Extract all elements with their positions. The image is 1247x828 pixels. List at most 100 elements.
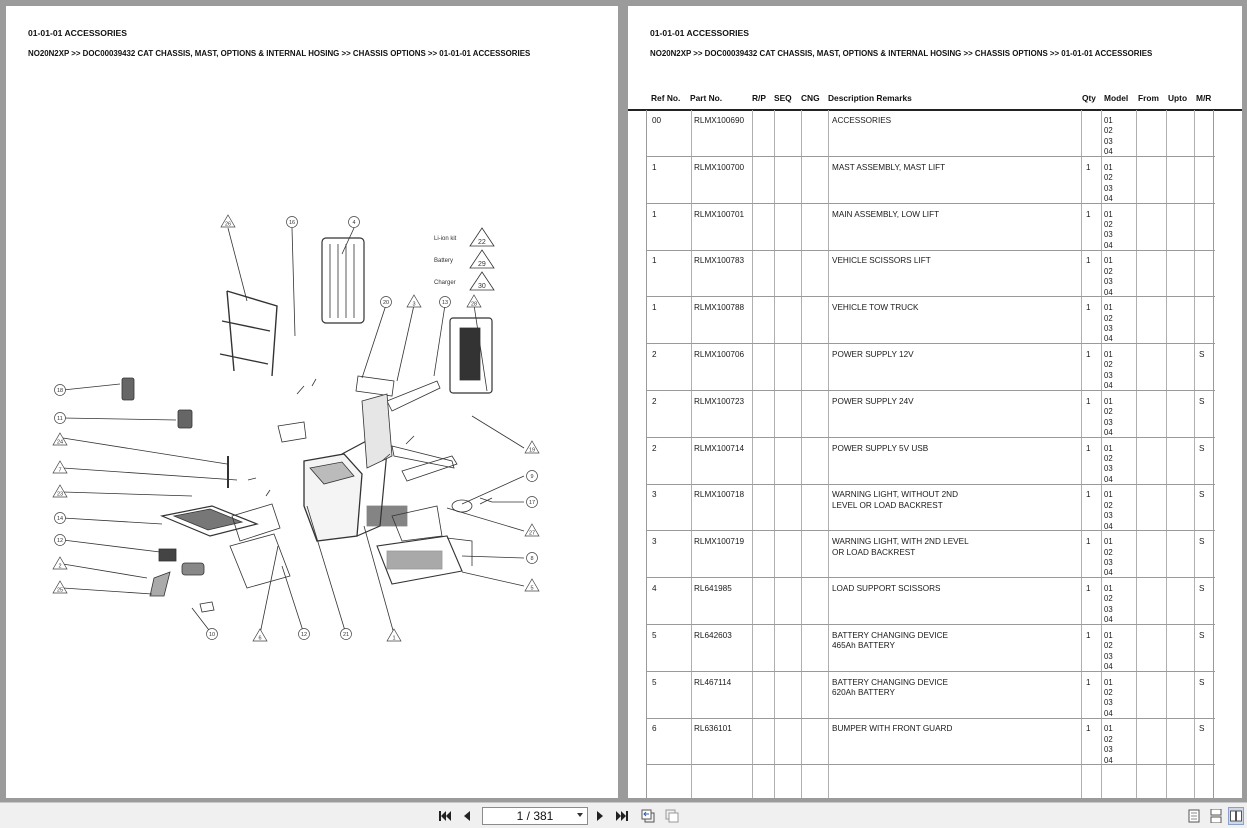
ref-no: 1 <box>652 256 657 266</box>
model-code: 04 <box>1104 708 1113 718</box>
qty: 1 <box>1086 256 1091 266</box>
qty: 1 <box>1086 490 1091 500</box>
mr-flag: S <box>1199 677 1205 687</box>
model-code: 04 <box>1104 428 1113 438</box>
prev-page-icon[interactable] <box>459 807 475 825</box>
callout-12: 12 <box>298 628 310 640</box>
ref-no: 2 <box>652 443 657 453</box>
qty: 1 <box>1086 443 1091 453</box>
model-code: 02 <box>1104 500 1113 510</box>
callout-27: 27 <box>524 523 540 537</box>
model-code: 01 <box>1104 116 1113 125</box>
callout-14: 14 <box>54 512 66 524</box>
model-code: 02 <box>1104 407 1113 417</box>
first-page-icon[interactable] <box>436 807 454 825</box>
part-no: RLMX100718 <box>694 490 745 500</box>
callout-6: 6 <box>252 628 268 642</box>
model-code: 03 <box>1104 417 1113 427</box>
callout-7: 7 <box>52 460 68 474</box>
ref-no: 1 <box>652 162 657 172</box>
legend-label-charger: Charger <box>434 280 456 286</box>
description: POWER SUPPLY 5V USB <box>832 443 929 453</box>
qty: 1 <box>1086 537 1091 547</box>
model-code: 02 <box>1104 220 1113 229</box>
model-code: 02 <box>1104 641 1113 651</box>
svg-text:12: 12 <box>301 632 307 638</box>
viewer-toolbar: 1 / 381 <box>0 802 1247 828</box>
model-code: 02 <box>1104 547 1113 557</box>
svg-text:16: 16 <box>289 220 295 226</box>
description: POWER SUPPLY 12V <box>832 350 914 359</box>
model-code: 03 <box>1104 558 1113 567</box>
model-code: 01 <box>1104 303 1113 313</box>
model-code: 04 <box>1104 474 1113 484</box>
part-no: RLMX100714 <box>694 443 745 453</box>
part-no: RLMX100690 <box>694 116 745 125</box>
callout-20: 20 <box>380 296 392 308</box>
next-page-icon[interactable] <box>592 807 608 825</box>
svg-text:2: 2 <box>58 564 61 570</box>
model-code: 03 <box>1104 230 1113 240</box>
forward-view-icon[interactable] <box>662 807 682 825</box>
legend-ref-30: 30 <box>478 283 486 290</box>
callout-18: 18 <box>54 384 66 396</box>
ref-no: 2 <box>652 350 657 359</box>
col-model: Model <box>1104 93 1129 103</box>
callout-25: 25 <box>52 580 68 594</box>
svg-text:25: 25 <box>57 588 63 594</box>
svg-text:17: 17 <box>529 500 535 506</box>
legend-triangle-22 <box>469 227 495 247</box>
col-qty: Qty <box>1082 93 1096 103</box>
model-code: 01 <box>1104 724 1113 734</box>
model-code: 02 <box>1104 313 1113 323</box>
ref-no: 1 <box>652 303 657 313</box>
qty: 1 <box>1086 584 1091 593</box>
continuous-view-icon[interactable] <box>1208 807 1224 825</box>
model-code: 04 <box>1104 755 1113 765</box>
col-seq: SEQ <box>774 93 792 103</box>
callout-17: 17 <box>526 496 538 508</box>
description: VEHICLE TOW TRUCK <box>832 303 919 313</box>
single-page-view-icon[interactable] <box>1186 807 1202 825</box>
mr-flag: S <box>1199 396 1205 406</box>
mr-flag: S <box>1199 724 1205 734</box>
callout-2: 2 <box>52 556 68 570</box>
part-no: RLMX100700 <box>694 162 745 172</box>
callout-12: 12 <box>54 534 66 546</box>
description: VEHICLE SCISSORS LIFT <box>832 256 931 266</box>
last-page-icon[interactable] <box>613 807 631 825</box>
model-code: 01 <box>1104 490 1113 500</box>
qty: 1 <box>1086 303 1091 313</box>
model-code: 04 <box>1104 662 1113 672</box>
col-part: Part No. <box>690 93 723 103</box>
svg-text:20: 20 <box>383 300 389 306</box>
model-code: 03 <box>1104 464 1113 474</box>
section-title-right: 01-01-01 ACCESSORIES <box>650 28 750 38</box>
model-code: 02 <box>1104 126 1113 136</box>
callout-21: 21 <box>340 628 352 640</box>
svg-text:27: 27 <box>529 531 535 537</box>
qty: 1 <box>1086 209 1091 219</box>
back-view-icon[interactable] <box>638 807 658 825</box>
header-rule <box>628 109 1242 111</box>
model-code: 03 <box>1104 745 1113 755</box>
two-page-view-icon[interactable] <box>1228 807 1244 825</box>
svg-text:7: 7 <box>58 468 61 474</box>
model-code: 03 <box>1104 277 1113 287</box>
model-code: 04 <box>1104 240 1113 250</box>
page-number-selector[interactable]: 1 / 381 <box>482 807 588 825</box>
part-no: RL641985 <box>694 584 732 593</box>
svg-text:6: 6 <box>258 636 261 642</box>
part-no: RL636101 <box>694 724 732 734</box>
